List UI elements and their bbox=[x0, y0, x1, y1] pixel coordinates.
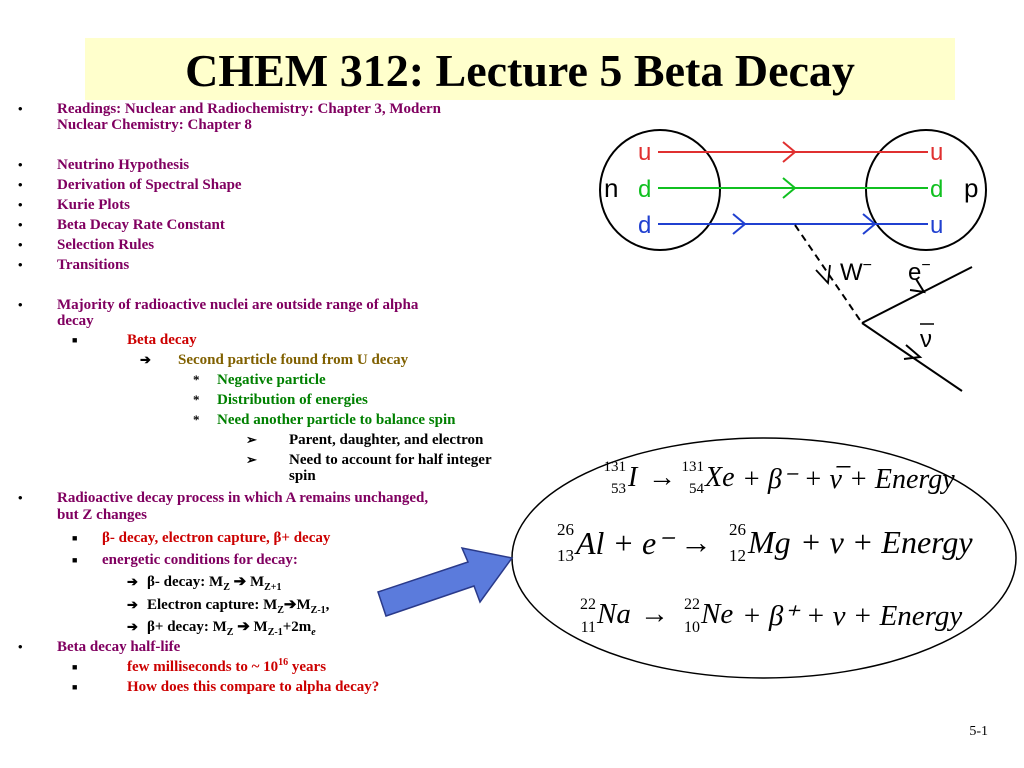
page-number: 5-1 bbox=[969, 724, 988, 739]
neutron-circle bbox=[599, 129, 721, 251]
milliseconds-item: few milliseconds to ~ 1016 years bbox=[127, 657, 327, 676]
eq3-mass-1: 22 bbox=[580, 596, 596, 613]
feynman-diagram: u d d u d u n p W− e− ν bbox=[599, 129, 987, 392]
eq1-element-1: I bbox=[628, 462, 638, 493]
proton-label: p bbox=[964, 173, 978, 203]
quark-label-d-right: d bbox=[930, 176, 943, 203]
bullet-selection: Selection Rules bbox=[57, 237, 155, 253]
compare-item: How does this compare to alpha decay? bbox=[127, 679, 380, 695]
readings-line-2: Nuclear Chemistry: Chapter 8 bbox=[57, 117, 252, 133]
eq3-atomic-1: 11 bbox=[580, 619, 596, 636]
bullet-kurie: Kurie Plots bbox=[57, 197, 130, 213]
beta-decay-item: Beta decay bbox=[127, 332, 197, 348]
bullet-spectral: Derivation of Spectral Shape bbox=[57, 177, 242, 193]
eq3-atomic-2: 10 bbox=[684, 619, 700, 636]
condition-beta-plus: β+ decay: MZ ➔ MZ-1+2me bbox=[147, 619, 316, 638]
bullet-transitions: Transitions bbox=[57, 257, 130, 273]
condition-electron-capture: Electron capture: MZ➔MZ-1, bbox=[147, 597, 330, 616]
eq2-atomic-1: 13 bbox=[557, 546, 574, 565]
radioactive-line-1: Radioactive decay process in which A rem… bbox=[57, 490, 429, 506]
quark-label-u-left: u bbox=[638, 139, 651, 166]
eq3-arrow: → bbox=[640, 598, 669, 630]
energetic-item: energetic conditions for decay: bbox=[102, 552, 298, 568]
antineutrino-arrow bbox=[903, 344, 923, 360]
eq2-mass-1: 26 bbox=[557, 520, 574, 539]
eq2-tail: + ν + Energy bbox=[800, 524, 973, 560]
bullet-rate: Beta Decay Rate Constant bbox=[57, 217, 225, 233]
decay-types-item: β- decay, electron capture, β+ decay bbox=[102, 530, 331, 546]
parent-daughter-item: Parent, daughter, and electron bbox=[289, 432, 484, 448]
neutron-label: n bbox=[604, 173, 618, 203]
quark-label-u-right: u bbox=[930, 139, 943, 166]
condition-beta-minus: β- decay: MZ ➔ MZ+1 bbox=[147, 574, 282, 593]
electron-line bbox=[861, 266, 973, 324]
eq2-element-1: Al + e⁻ bbox=[576, 525, 674, 561]
eq1-mass-1: 131 bbox=[603, 459, 627, 475]
eq3-tail: + β⁺ + ν + Energy bbox=[742, 600, 963, 632]
eq1-atomic-1: 53 bbox=[611, 481, 626, 497]
balance-spin-item: Need another particle to balance spin bbox=[217, 412, 456, 428]
eq1-mass-2: 131 bbox=[681, 459, 705, 475]
second-particle-item: Second particle found from U decay bbox=[178, 352, 409, 368]
eq1-tail: + β⁻ + ν̅ + Energy bbox=[742, 464, 955, 495]
bullet-neutrino: Neutrino Hypothesis bbox=[57, 157, 190, 173]
w-boson-label: W− bbox=[840, 257, 872, 286]
radioactive-line-2: but Z changes bbox=[57, 507, 148, 523]
negative-particle-item: Negative particle bbox=[217, 372, 326, 388]
half-life-item: Beta decay half-life bbox=[57, 639, 181, 655]
eq1-arrow: → bbox=[648, 462, 676, 493]
eq2-element-2: Mg bbox=[748, 524, 791, 560]
readings-line-1: Readings: Nuclear and Radiochemistry: Ch… bbox=[57, 101, 442, 117]
eq3-element-1: Na bbox=[597, 598, 631, 630]
electron-arrow bbox=[909, 278, 926, 294]
eq2-mass-2: 26 bbox=[729, 520, 746, 539]
antineutrino-label: ν bbox=[920, 326, 932, 353]
arrow-u bbox=[782, 141, 797, 163]
majority-line-2: decay bbox=[57, 313, 94, 329]
title-bar bbox=[85, 38, 955, 100]
eq3-element-2: Ne bbox=[701, 598, 734, 630]
half-spin-line-2: spin bbox=[289, 468, 316, 484]
arrow-d bbox=[782, 177, 797, 199]
majority-line-1: Majority of radioactive nuclei are outsi… bbox=[57, 297, 419, 313]
eq3-mass-2: 22 bbox=[684, 596, 700, 613]
proton-circle bbox=[865, 129, 987, 251]
eq1-atomic-2: 54 bbox=[689, 481, 704, 497]
page-title: CHEM 312: Lecture 5 Beta Decay bbox=[185, 45, 855, 96]
w-boson-line bbox=[794, 224, 863, 324]
electron-label: e− bbox=[908, 257, 931, 286]
w-boson-arrow bbox=[815, 264, 831, 286]
pointer-arrow bbox=[377, 546, 514, 617]
half-spin-line-1: Need to account for half integer bbox=[289, 452, 492, 468]
quark-label-d-left-2: d bbox=[638, 212, 651, 239]
eq2-atomic-2: 12 bbox=[729, 546, 746, 565]
eq1-element-2: Xe bbox=[705, 462, 735, 493]
quark-label-d-left: d bbox=[638, 176, 651, 203]
eq2-arrow: → bbox=[680, 524, 712, 560]
quark-label-u-right-2: u bbox=[930, 212, 943, 239]
distribution-item: Distribution of energies bbox=[217, 392, 368, 408]
arrow-d-to-u-2 bbox=[862, 213, 877, 235]
arrow-d-to-u-1 bbox=[732, 213, 747, 235]
